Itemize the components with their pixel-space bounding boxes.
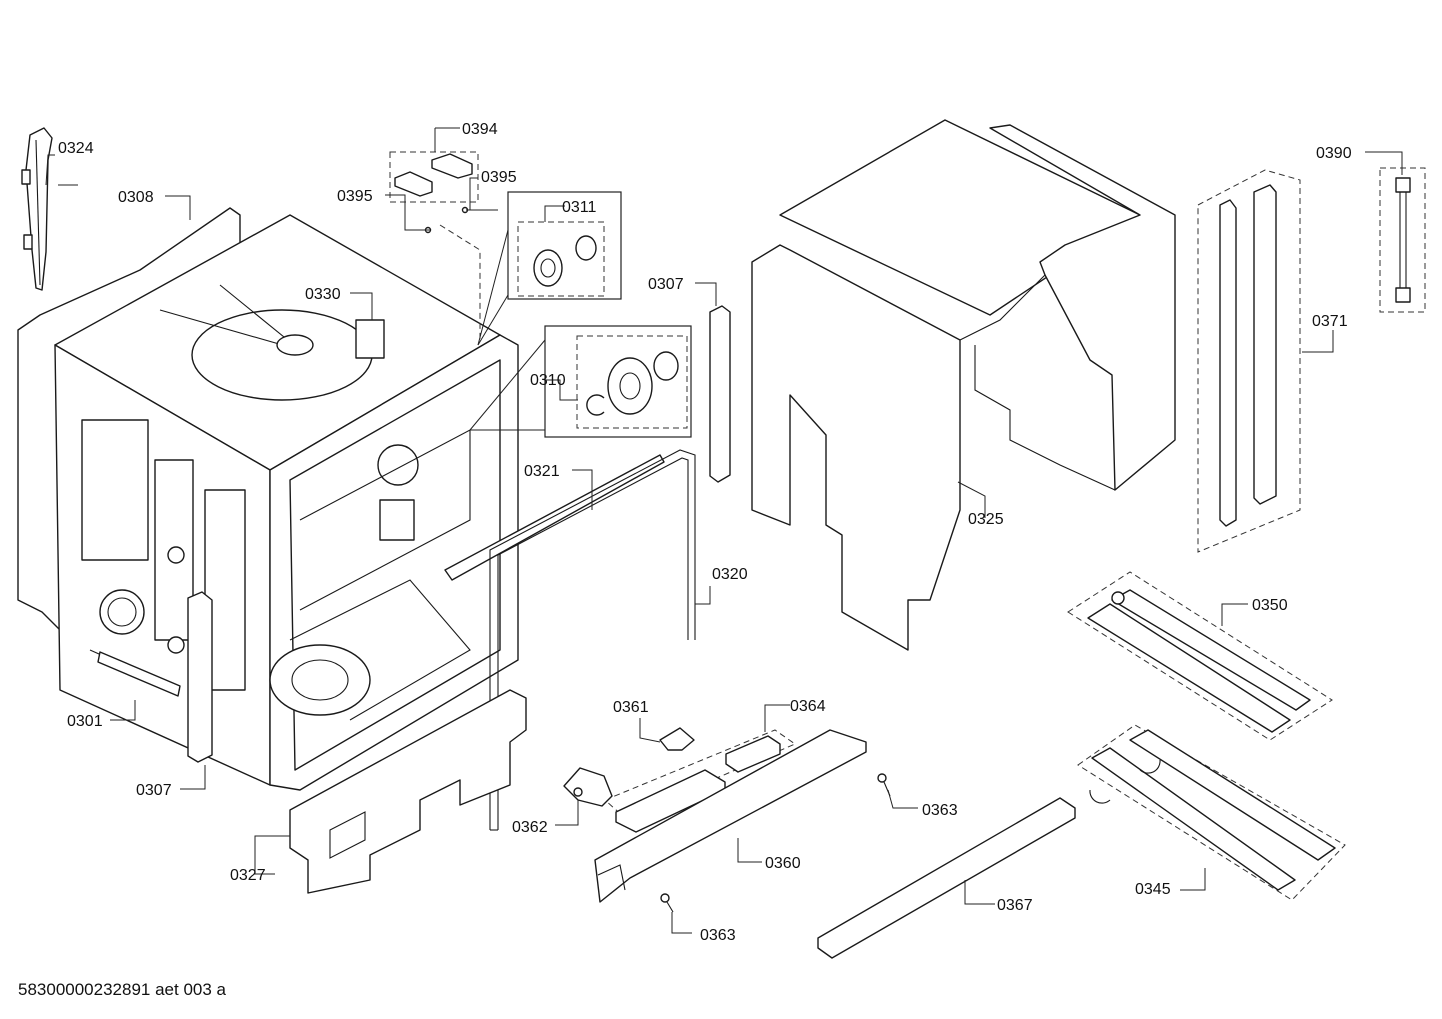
- label-0311: 0311: [562, 199, 597, 216]
- part-labels: 0324 0308 0394 0395 0395 0311 0330 0310 …: [58, 121, 1352, 944]
- part-0327-base-insulation: [289, 689, 527, 894]
- label-0310: 0310: [530, 372, 566, 389]
- part-0360-front-rail: [594, 729, 867, 903]
- label-0364: 0364: [790, 698, 826, 715]
- label-0367: 0367: [997, 897, 1033, 914]
- part-0307-strip-lower: [187, 591, 213, 763]
- label-0361: 0361: [613, 699, 649, 716]
- leader-lines: [45, 127, 1403, 934]
- part-0320-door-seal: [489, 449, 696, 831]
- part-0363-screw-b: [660, 893, 674, 913]
- label-0301: 0301: [67, 713, 103, 730]
- label-0363-lower: 0363: [700, 927, 736, 944]
- part-0310-detail-box: [469, 325, 692, 438]
- label-0308: 0308: [118, 189, 154, 206]
- label-0350: 0350: [1252, 597, 1288, 614]
- part-0371-side-rails: [1197, 169, 1301, 553]
- part-0367-kick-strip: [817, 797, 1076, 959]
- label-0362: 0362: [512, 819, 548, 836]
- part-0321-rail: [444, 454, 665, 581]
- label-0324: 0324: [58, 140, 94, 157]
- part-0307-strip-upper: [709, 305, 731, 483]
- label-0320: 0320: [712, 566, 748, 583]
- label-0307-lower: 0307: [136, 782, 172, 799]
- label-0325: 0325: [968, 511, 1004, 528]
- label-0395-left: 0395: [337, 188, 373, 205]
- part-0362-switch: [563, 767, 613, 807]
- part-0350-rail: [1067, 571, 1333, 741]
- part-0363-screw-a: [877, 773, 891, 797]
- label-0371: 0371: [1312, 313, 1348, 330]
- part-0361-clip: [659, 727, 695, 751]
- part-0311-detail-box: [477, 191, 622, 346]
- label-0330: 0330: [305, 286, 341, 303]
- part-0345-rail: [1077, 724, 1346, 901]
- drawing-reference-code: 58300000232891 aet 003 a: [18, 980, 226, 999]
- tub-assembly: [54, 214, 519, 791]
- label-0321: 0321: [524, 463, 560, 480]
- label-0394: 0394: [462, 121, 498, 138]
- part-0324-bracket: [21, 127, 53, 291]
- part-0390-connector: [1379, 167, 1426, 313]
- part-0301-base-trim: [97, 651, 181, 697]
- label-0395-right: 0395: [481, 169, 517, 186]
- part-0394-hinge-plates: [389, 151, 481, 340]
- label-0327: 0327: [230, 867, 266, 884]
- label-0363-right: 0363: [922, 802, 958, 819]
- part-0325-insulation-cover: [751, 119, 1176, 651]
- label-0390: 0390: [1316, 145, 1352, 162]
- label-0345: 0345: [1135, 881, 1171, 898]
- label-0307-upper: 0307: [648, 276, 684, 293]
- label-0360: 0360: [765, 855, 801, 872]
